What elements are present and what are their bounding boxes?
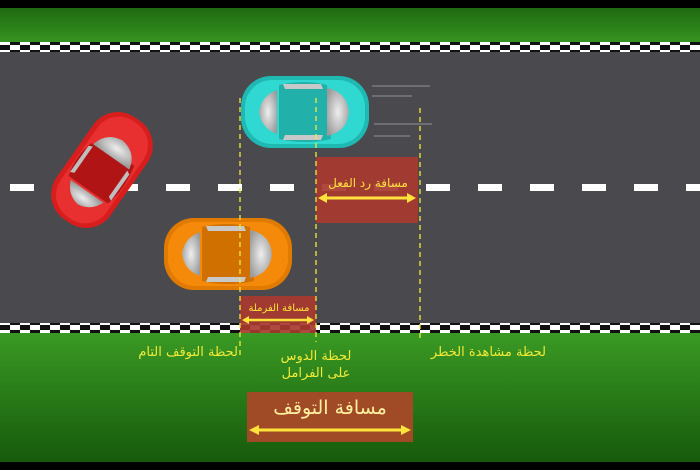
red-car [51,112,153,228]
grass-top [0,8,700,48]
lane-dash [530,184,554,191]
braking-distance-label: مسافة الفرملة [248,303,310,314]
lane-dash [686,184,700,191]
lane-dash [426,184,450,191]
orange-car [164,218,292,290]
motion-streaks [372,85,432,137]
lane-dash [10,184,34,191]
lane-dash [270,184,294,191]
lane-dash [478,184,502,191]
lane-dash [582,184,606,191]
lane-dash [634,184,658,191]
guide-lines [239,98,421,358]
stopping-distance-box [247,392,413,442]
full-stop-moment-label: لحظة التوقف التام [138,345,238,360]
braking-distance-box [240,296,316,333]
road-edge-bottom [0,323,700,333]
lane-dash [166,184,190,191]
reaction-distance-box [316,157,418,223]
reaction-distance-label: مسافة رد الفعل [328,176,408,190]
road-edge-top [0,42,700,52]
lane-dash [218,184,242,191]
hazard-seen-moment-label: لحظة مشاهدة الخطر [430,345,546,360]
cyan-car [241,76,369,148]
brake-press-moment-label: لحظة الدوس على الفرامل [280,349,352,381]
stopping-distance-label: مسافة التوقف [273,397,387,419]
